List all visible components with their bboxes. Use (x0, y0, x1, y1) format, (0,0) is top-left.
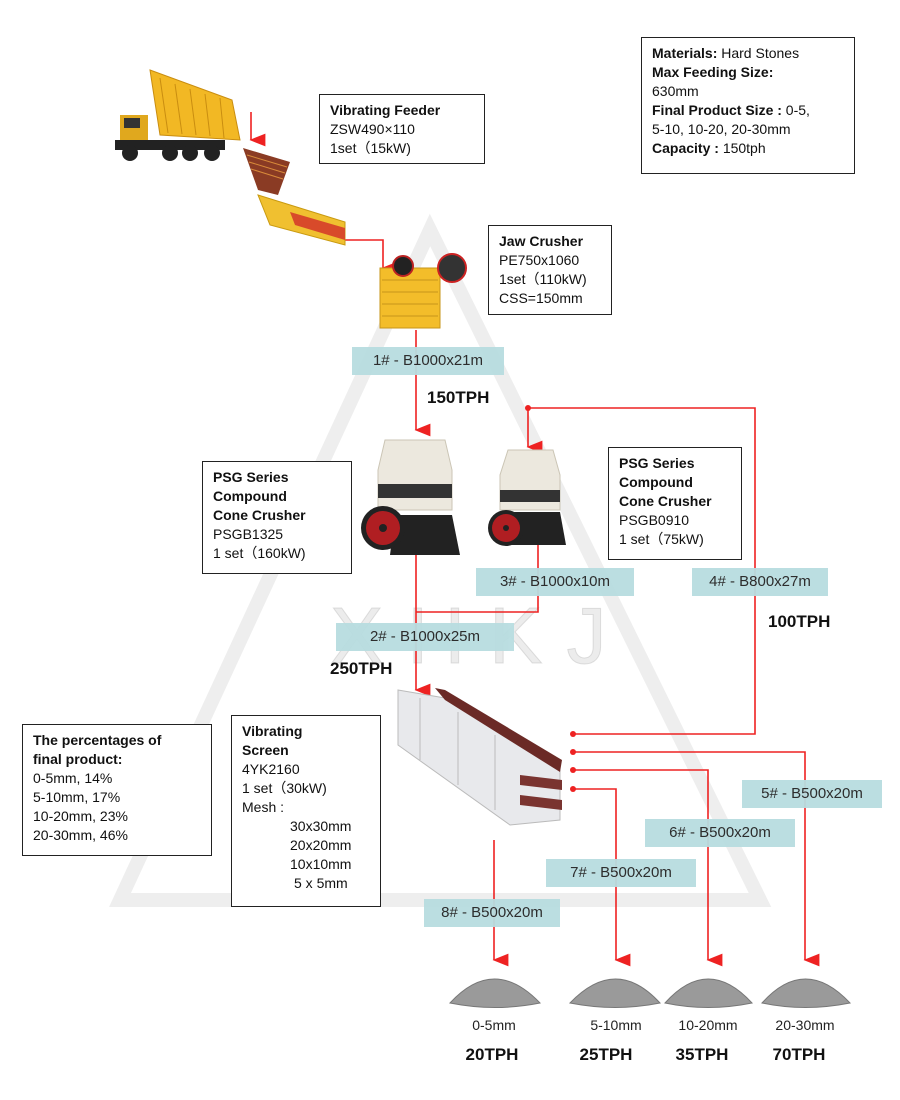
product-size: 10-20mm (678, 1017, 738, 1033)
vibrating-feeder-icon (243, 148, 346, 246)
max-feed-value: 630mm (652, 83, 699, 99)
feeder-qty: 1set（15kW) (330, 140, 411, 156)
belt-7-label: 7# - B500x20m (546, 859, 696, 887)
mesh-size: 10x10mm (290, 856, 352, 872)
cone1-title-1: PSG Series (213, 469, 289, 485)
jaw-title: Jaw Crusher (499, 233, 584, 249)
cone1-title-3: Cone Crusher (213, 507, 306, 523)
cone1-qty: 1 set（160kW) (213, 545, 306, 561)
cone-crusher-1-box: PSG Series Compound Cone Crusher PSGB132… (202, 461, 352, 574)
belt-8-label: 8# - B500x20m (424, 899, 560, 927)
cone2-title-1: PSG Series (619, 455, 695, 471)
percentage-item: 20-30mm, 46% (33, 827, 128, 843)
percentages-box: The percentages of final product: 0-5mm,… (22, 724, 212, 856)
belt-5-line (573, 751, 820, 967)
cone-crusher-small-icon (488, 449, 566, 546)
belt-3-line (416, 545, 539, 613)
percentages-title-1: The percentages of (33, 732, 162, 748)
product-size: 20-30mm (775, 1017, 835, 1033)
belt-3-label: 3# - B1000x10m (476, 568, 634, 596)
final-size-label: Final Product Size : (652, 102, 782, 118)
jaw-css: CSS=150mm (499, 290, 583, 306)
cone1-title-2: Compound (213, 488, 287, 504)
max-feed-label: Max Feeding Size: (652, 64, 774, 80)
capacity-value: 150tph (722, 140, 766, 156)
specs-box: Materials: Hard Stones Max Feeding Size:… (641, 37, 855, 174)
cone-crusher-large-icon (361, 439, 460, 555)
belt-6-line (573, 769, 723, 967)
cone-crusher-2-box: PSG Series Compound Cone Crusher PSGB091… (608, 447, 742, 560)
cone2-title-3: Cone Crusher (619, 493, 712, 509)
flow-rate-belt-1: 150TPH (427, 388, 490, 407)
mesh-label: Mesh : (242, 799, 285, 815)
product-tph: 70TPH (772, 1045, 826, 1064)
screen-qty: 1 set（30kW) (242, 780, 327, 796)
flow-rate-belt-4: 100TPH (768, 612, 831, 631)
dump-truck-icon (115, 69, 241, 161)
mesh-size: 20x20mm (290, 837, 352, 853)
jaw-crusher-box: Jaw Crusher PE750x1060 1set（110kW) CSS=1… (488, 225, 612, 315)
cone2-title-2: Compound (619, 474, 693, 490)
flow-rate-belt-2: 250TPH (330, 659, 393, 678)
mesh-size: 5 x 5mm (294, 875, 348, 891)
percentage-item: 10-20mm, 23% (33, 808, 128, 824)
cone2-model: PSGB0910 (619, 512, 690, 528)
materials-label: Materials: (652, 45, 718, 61)
screen-title-1: Vibrating (242, 723, 303, 739)
belt-7-line (573, 788, 631, 967)
screen-title-2: Screen (242, 742, 289, 758)
jaw-model: PE750x1060 (499, 252, 580, 268)
product-size: 5-10mm (590, 1017, 642, 1033)
percentage-item: 0-5mm, 14% (33, 770, 113, 786)
belt-2-label: 2# - B1000x25m (336, 623, 514, 651)
jaw-crusher-icon (379, 253, 467, 329)
belt-6-label: 6# - B500x20m (645, 819, 795, 847)
screen-model: 4YK2160 (242, 761, 300, 777)
percentage-item: 5-10mm, 17% (33, 789, 121, 805)
feeder-model: ZSW490×110 (330, 121, 415, 137)
screen-out-1 (573, 730, 756, 735)
belt-4-label: 4# - B800x27m (692, 568, 828, 596)
product-tph: 35TPH (675, 1045, 729, 1064)
product-tph: 20TPH (465, 1045, 519, 1064)
materials-value: Hard Stones (721, 45, 800, 61)
jaw-qty: 1set（110kW) (499, 271, 587, 287)
product-tph: 25TPH (579, 1045, 633, 1064)
feeder-title: Vibrating Feeder (330, 102, 441, 118)
belt-5-label: 5# - B500x20m (742, 780, 882, 808)
feeder-box: Vibrating Feeder ZSW490×110 1set（15kW) (319, 94, 485, 164)
vibrating-screen-box: Vibrating Screen 4YK2160 1 set（30kW) Mes… (231, 715, 381, 907)
belt-1-label: 1# - B1000x21m (352, 347, 504, 375)
feeder-to-jaw-line (345, 239, 398, 275)
final-size-value-2: 5-10, 10-20, 20-30mm (652, 121, 791, 137)
mesh-size: 30x30mm (290, 818, 352, 834)
final-size-value-1: 0-5, (785, 102, 810, 118)
percentages-title-2: final product: (33, 751, 123, 767)
product-size: 0-5mm (472, 1017, 516, 1033)
cone1-model: PSGB1325 (213, 526, 284, 542)
vibrating-screen-icon (397, 688, 562, 826)
cone2-qty: 1 set（75kW) (619, 531, 704, 547)
capacity-label: Capacity : (652, 140, 719, 156)
stockpile-icons (449, 978, 851, 1008)
